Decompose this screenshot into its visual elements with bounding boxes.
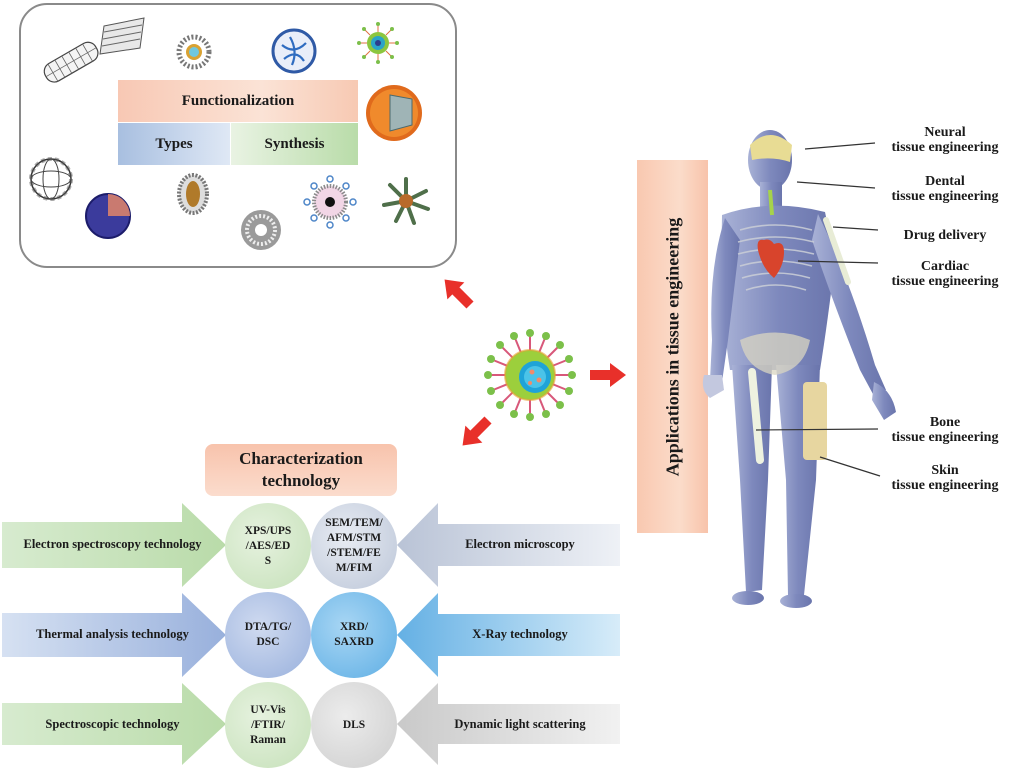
- types-label: Types: [155, 136, 193, 152]
- application-dental-line2: tissue engineering: [891, 189, 999, 204]
- method-circle-uv-vis: UV-Vis /FTIR/ Raman: [225, 682, 311, 768]
- functionalized-nanoparticle-icon: [484, 329, 576, 421]
- skin-patch-highlight: [803, 382, 827, 460]
- leader-line-bone: [755, 428, 879, 431]
- method-line: /AES/ED: [245, 539, 291, 552]
- method-line: DLS: [342, 718, 366, 731]
- application-bone-line2: tissue engineering: [891, 430, 999, 445]
- dendrimer-icon: [271, 28, 317, 74]
- characterization-arrows: [2, 503, 620, 765]
- synthesis-label: Synthesis: [264, 136, 325, 152]
- row-label-electron-spectroscopy: Electron spectroscopy technology: [23, 537, 202, 551]
- leader-line-cardiac: [797, 260, 879, 264]
- femur-highlight: [748, 368, 764, 464]
- types-box: Types: [118, 123, 230, 165]
- leader-lines: [755, 142, 881, 477]
- application-drug-delivery-line1: Drug delivery: [903, 228, 987, 243]
- leader-line-dental: [796, 181, 876, 189]
- graphene-sheets-icon: [99, 17, 145, 55]
- arrow-to-applications-icon: [590, 363, 626, 387]
- arrow-electron-spectroscopy: [2, 503, 226, 587]
- method-line: XPS/UPS: [244, 524, 292, 537]
- synthesis-box: Synthesis: [231, 123, 358, 165]
- characterization-title: Characterization technology: [205, 444, 397, 496]
- characterization-title-line2: technology: [261, 471, 341, 490]
- arrow-thermal-analysis: [2, 593, 226, 677]
- characterization-title-line1: Characterization: [239, 449, 363, 468]
- mesoporous-silica-icon: [241, 210, 281, 250]
- application-dental: Dental tissue engineering: [865, 174, 1024, 204]
- method-circle-dls: DLS: [311, 682, 397, 768]
- star-polymer-icon: [382, 177, 430, 225]
- spinal-cord-highlight: [768, 189, 774, 216]
- method-line: DTA/TG/: [244, 621, 292, 633]
- method-line: SEM/TEM/: [325, 517, 383, 529]
- application-dental-line1: Dental: [925, 174, 965, 189]
- core-shell-nanoparticle-icon: [366, 85, 422, 141]
- application-neural-line1: Neural: [924, 125, 966, 140]
- application-skin: Skin tissue engineering: [865, 463, 1024, 493]
- fullerene-icon: [29, 157, 73, 201]
- application-skin-line1: Skin: [931, 463, 959, 478]
- application-cardiac-line2: tissue engineering: [891, 274, 999, 289]
- pelvis: [740, 332, 810, 375]
- application-drug-delivery: Drug delivery: [865, 228, 1024, 243]
- functionalized-micelle-icon: [303, 175, 357, 229]
- method-circle-dta: DTA/TG/ DSC: [225, 592, 311, 678]
- application-neural-line2: tissue engineering: [891, 140, 999, 155]
- heart-highlight: [757, 239, 784, 278]
- arrow-dynamic-light-scattering: [397, 683, 620, 765]
- application-bone: Bone tissue engineering: [865, 415, 1024, 445]
- method-line: XRD/: [339, 621, 369, 633]
- method-line: Raman: [250, 733, 286, 746]
- method-line: /STEM/FE: [327, 547, 381, 559]
- applications-box: [637, 160, 708, 533]
- central-nanoparticle-group: [444, 279, 626, 446]
- method-line: SAXRD: [334, 636, 374, 648]
- method-line: UV-Vis: [250, 703, 286, 716]
- applications-title: Applications in tissue engineering: [637, 160, 708, 533]
- micelle-icon: [176, 34, 212, 70]
- human-body-illustration: [702, 130, 896, 608]
- application-neural: Neural tissue engineering: [865, 125, 1024, 155]
- arrow-spectroscopic: [2, 683, 226, 765]
- arrow-to-types-icon: [444, 279, 474, 309]
- leader-line-skin: [819, 456, 881, 477]
- row-label-dynamic-light-scattering: Dynamic light scattering: [454, 717, 586, 731]
- liposome-icon: [177, 173, 209, 215]
- row-label-electron-microscopy: Electron microscopy: [465, 537, 575, 551]
- method-circle-sem: SEM/TEM/ AFM/STM /STEM/FE M/FIM: [311, 503, 397, 589]
- row-label-thermal-analysis: Thermal analysis technology: [36, 627, 189, 641]
- applications-title-text: Applications in tissue engineering: [662, 217, 682, 476]
- method-line: AFM/STM: [326, 532, 382, 544]
- application-cardiac-line1: Cardiac: [920, 259, 970, 274]
- arm-bone-highlight: [823, 217, 851, 285]
- arrow-electron-microscopy: [397, 503, 620, 587]
- leader-line-drug-delivery: [832, 226, 879, 231]
- application-bone-line1: Bone: [929, 415, 961, 430]
- polymeric-nanoparticle-icon: [85, 193, 131, 239]
- functionalization-box: Functionalization: [118, 80, 358, 122]
- nanoparticle-illustrations: [29, 17, 430, 250]
- method-line: /FTIR/: [251, 718, 285, 731]
- row-label-spectroscopic: Spectroscopic technology: [45, 717, 180, 731]
- leader-line-neural: [804, 142, 876, 150]
- row-label-x-ray: X-Ray technology: [472, 627, 568, 641]
- application-cardiac: Cardiac tissue engineering: [865, 259, 1024, 289]
- arrow-to-characterization-icon: [462, 416, 492, 446]
- arrow-x-ray: [397, 593, 620, 677]
- carbon-nanotube-icon: [43, 41, 99, 83]
- method-circle-xps: XPS/UPS /AES/ED S: [225, 503, 311, 589]
- method-line: DSC: [256, 636, 280, 648]
- application-skin-line2: tissue engineering: [891, 478, 999, 493]
- brain-highlight: [750, 135, 792, 162]
- method-line: S: [264, 554, 272, 567]
- method-line: M/FIM: [335, 562, 373, 574]
- method-circle-xrd: XRD/ SAXRD: [311, 592, 397, 678]
- functionalization-label: Functionalization: [181, 93, 295, 109]
- functionalized-nanoparticle-icon: [357, 22, 399, 64]
- ribcage: [737, 224, 815, 291]
